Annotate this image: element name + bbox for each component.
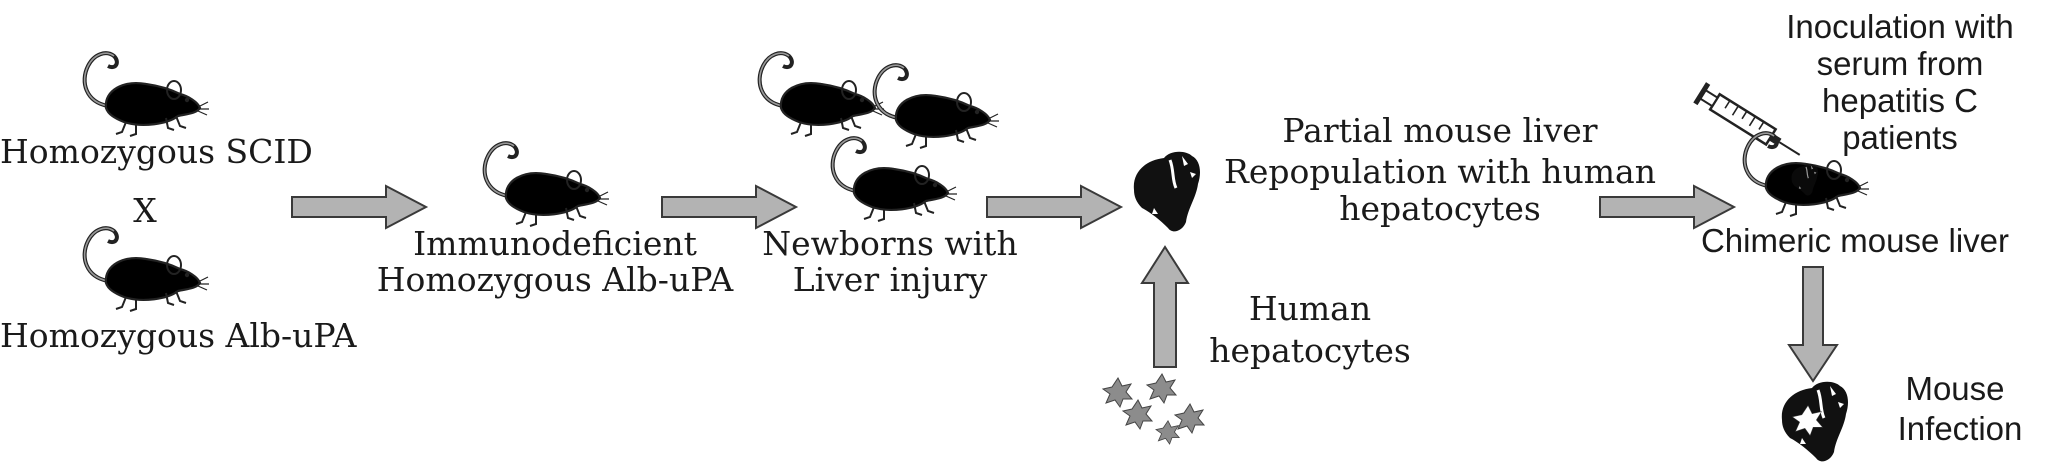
offspring-label-line1: Immunodeficient (413, 224, 697, 263)
arrow-parents-to-offspring (290, 184, 430, 230)
chimeric-liver-label: Chimeric mouse liver (1700, 222, 2010, 259)
arrow-liver-to-chimeric (1598, 184, 1738, 230)
grey-mouse-icon (80, 225, 212, 315)
infection-label-line1: Mouse (1905, 370, 2005, 407)
arrow-offspring-to-newborns (660, 184, 800, 230)
repopulation-label-line2: Repopulation with human (1224, 152, 1656, 191)
inoculation-label-line2: serum from (1816, 45, 1984, 82)
hepatocyte-cluster-icon (1100, 370, 1210, 445)
mouse-icon (80, 50, 212, 140)
inoculation-label-line4: patients (1842, 119, 1958, 156)
human-hepatocytes-label-line2: hepatocytes (1209, 331, 1411, 370)
liver-icon (1130, 150, 1210, 240)
liver-icon (1790, 162, 1822, 200)
parent1-label: Homozygous SCID (0, 132, 313, 171)
arrow-chimeric-down (1785, 265, 1841, 385)
mouse-icon (755, 50, 887, 140)
repopulation-label-line3: hepatocytes (1339, 189, 1541, 228)
mouse-icon (828, 135, 960, 225)
human-hepatocytes-label-line1: Human (1248, 289, 1372, 328)
inoculation-label-line1: Inoculation with (1786, 8, 2014, 45)
offspring-label-line2: Homozygous Alb-uPA (376, 260, 734, 299)
infected-liver-icon (1778, 380, 1858, 470)
cross-symbol: X (133, 191, 157, 230)
arrow-hepatocytes-up (1140, 245, 1190, 370)
mouse-icon (480, 140, 612, 230)
repopulation-label-line1: Partial mouse liver (1282, 111, 1598, 150)
newborns-label-line1: Newborns with (762, 224, 1018, 263)
parent2-label: Homozygous Alb-uPA (0, 316, 357, 355)
inoculation-label-line3: hepatitis C (1822, 82, 1978, 119)
infection-label-line2: Infection (1897, 410, 2023, 447)
arrow-newborns-to-liver (985, 184, 1125, 230)
newborns-label-line2: Liver injury (792, 260, 988, 299)
